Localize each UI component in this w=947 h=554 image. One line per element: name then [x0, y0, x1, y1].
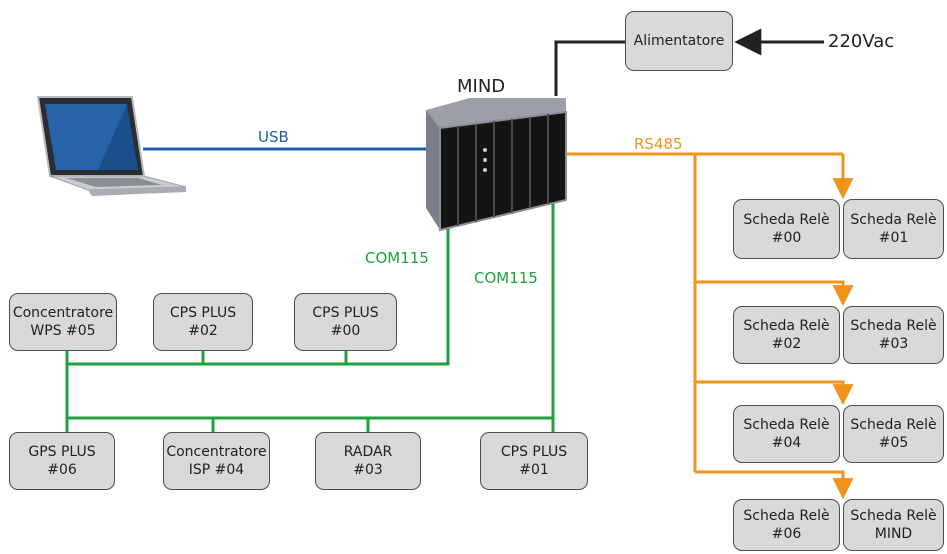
com115-right-label: COM115: [474, 269, 538, 287]
rs485-branch-06-mind: [695, 470, 854, 500]
relay-line2: #01: [878, 230, 909, 246]
relay-board-06: Scheda Relè #06: [733, 499, 840, 551]
power-line-psu-to-mind: [554, 40, 626, 96]
mind-label: MIND: [457, 76, 506, 97]
device-line1: CPS PLUS: [169, 305, 237, 321]
relay-board-01: Scheda Relè #01: [843, 199, 944, 259]
relay-line1: Scheda Relè: [743, 318, 830, 334]
rs485-label: RS485: [634, 135, 683, 153]
device-line2: WPS #05: [30, 323, 96, 339]
relay-line1: Scheda Relè: [850, 417, 937, 433]
relay-board-00: Scheda Relè #00: [733, 199, 840, 259]
relay-board-03: Scheda Relè #03: [843, 306, 944, 364]
device-cps-plus-01: CPS PLUS #01: [480, 432, 588, 490]
laptop-icon: [36, 96, 187, 196]
relay-line1: Scheda Relè: [850, 212, 937, 228]
device-line1: GPS PLUS: [28, 444, 96, 460]
relay-line2: #02: [771, 336, 802, 352]
mains-label: 220Vac: [828, 31, 895, 52]
device-line2: #00: [330, 323, 361, 339]
device-line2: #03: [353, 462, 383, 478]
relay-line1: Scheda Relè: [743, 417, 830, 433]
relay-line2: MIND: [874, 526, 913, 542]
relay-line2: #05: [878, 435, 909, 451]
usb-label: USB: [258, 128, 289, 146]
relay-line1: Scheda Relè: [743, 212, 830, 228]
relay-line1: Scheda Relè: [850, 318, 937, 334]
device-cps-plus-02: CPS PLUS #02: [153, 293, 253, 351]
device-line1: CPS PLUS: [500, 444, 568, 460]
relay-line2: #04: [771, 435, 802, 451]
com115-left-bus: [67, 201, 450, 366]
com115-left-label: COM115: [365, 249, 429, 267]
rs485-branch-04-05: [695, 380, 854, 406]
relay-board-04: Scheda Relè #04: [733, 405, 840, 463]
device-gps-plus-06: GPS PLUS #06: [9, 432, 115, 490]
device-line2: #02: [188, 323, 218, 339]
relay-line2: #06: [771, 526, 802, 542]
device-line2: #01: [519, 462, 549, 478]
device-line1: RADAR: [343, 444, 393, 460]
device-line2: #06: [47, 462, 77, 478]
relay-line2: #03: [878, 336, 909, 352]
relay-board-02: Scheda Relè #02: [733, 306, 840, 364]
power-supply-label: Alimentatore: [633, 33, 725, 49]
device-line2: ISP #04: [188, 462, 245, 478]
relay-line1: Scheda Relè: [850, 508, 937, 524]
relay-board-05: Scheda Relè #05: [843, 405, 944, 463]
device-line1: Concentratore: [12, 305, 114, 321]
device-line1: Concentratore: [166, 444, 267, 460]
device-radar-03: RADAR #03: [315, 432, 421, 490]
power-supply-box: Alimentatore: [625, 11, 733, 71]
rs485-branch-02-03: [695, 280, 854, 307]
device-line1: CPS PLUS: [312, 305, 379, 321]
device-cps-plus-00: CPS PLUS #00: [294, 293, 397, 351]
relay-line1: Scheda Relè: [743, 508, 830, 524]
server-rack-icon: [426, 98, 567, 232]
relay-line2: #00: [771, 230, 802, 246]
